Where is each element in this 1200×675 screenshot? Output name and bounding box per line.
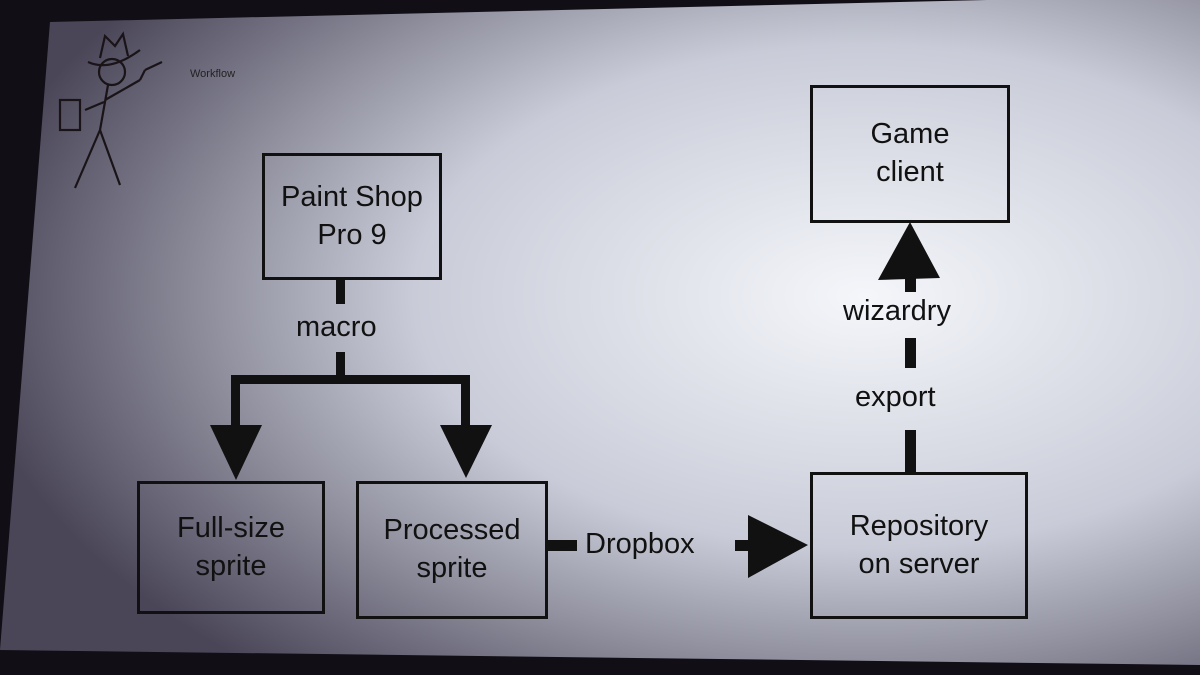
connectors <box>210 222 940 578</box>
edge-label-dropbox: Dropbox <box>585 528 695 560</box>
edge-label-wizardry: wizardry <box>843 295 951 327</box>
node-repository: Repository on server <box>810 472 1028 619</box>
node-game-client: Game client <box>810 85 1010 223</box>
cowboy-stick-figure-icon <box>58 31 163 189</box>
node-processed-sprite: Processed sprite <box>356 481 548 619</box>
node-full-size-sprite: Full-size sprite <box>137 481 325 614</box>
slide-title: Workflow <box>190 68 236 80</box>
edge-label-export: export <box>855 381 936 413</box>
edge-label-macro: macro <box>296 311 377 343</box>
node-paint-shop-pro: Paint Shop Pro 9 <box>262 153 442 280</box>
